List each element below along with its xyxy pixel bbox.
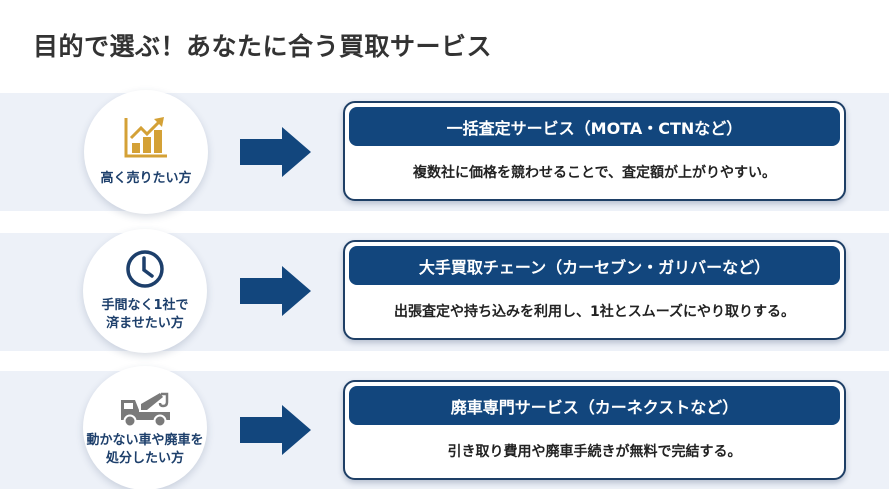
service-title: 大手買取チェーン（カーセブン・ガリバーなど） xyxy=(349,246,840,285)
page-title: 目的で選ぶ！あなたに合う買取サービス xyxy=(33,32,493,61)
service-title: 一括査定サービス（MOTA・CTNなど） xyxy=(349,107,840,146)
service-title: 廃車専門サービス（カーネクストなど） xyxy=(349,386,840,425)
persona-label-line1: 動かない車や廃車を xyxy=(86,433,204,448)
persona-circle-scrap: 動かない車や廃車を 処分したい方 xyxy=(83,366,207,489)
service-description: 引き取り費用や廃車手続きが無料で完結する。 xyxy=(447,443,742,460)
tow-truck-icon xyxy=(121,392,170,428)
persona-circle-one-company: 手間なく1社で 済ませたい方 xyxy=(83,229,207,353)
persona-label-line1: 手間なく1社で xyxy=(101,298,189,313)
arrow-right-icon xyxy=(240,266,311,316)
service-description: 出張査定や持ち込みを利用し、1社とスムーズにやり取りする。 xyxy=(393,303,796,320)
chart-growth-icon xyxy=(124,117,167,158)
persona-label-line2: 済ませたい方 xyxy=(106,316,184,331)
persona-label: 高く売りたい方 xyxy=(100,171,192,186)
persona-circle-high-price: 高く売りたい方 xyxy=(84,90,208,214)
arrow-right-icon xyxy=(240,405,311,455)
service-card-bulk-appraisal: 一括査定サービス（MOTA・CTNなど） 複数社に価格を競わせることで、査定額が… xyxy=(343,101,846,201)
service-description: 複数社に価格を競わせることで、査定額が上がりやすい。 xyxy=(412,164,777,181)
persona-label-line2: 処分したい方 xyxy=(105,451,184,466)
clock-icon xyxy=(126,250,164,288)
arrow-right-icon xyxy=(240,127,311,177)
service-card-scrap-specialist: 廃車専門サービス（カーネクストなど） 引き取り費用や廃車手続きが無料で完結する。 xyxy=(343,380,846,480)
service-card-major-chain: 大手買取チェーン（カーセブン・ガリバーなど） 出張査定や持ち込みを利用し、1社と… xyxy=(343,240,846,340)
